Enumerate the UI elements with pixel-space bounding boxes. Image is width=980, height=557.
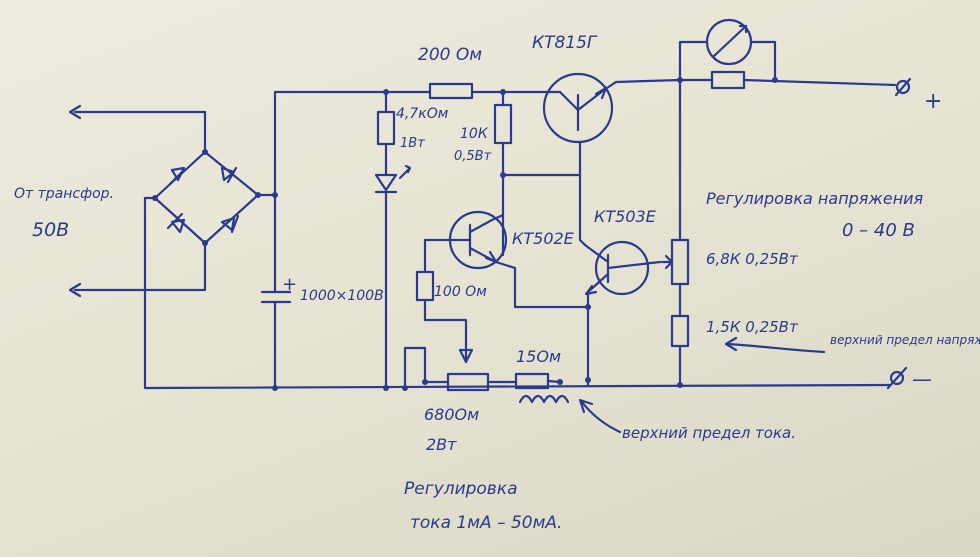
- label-r200: 200 Ом: [418, 45, 482, 65]
- label-r15: 15Ом: [516, 347, 561, 366]
- label-r47k-w: 1Вт: [400, 136, 425, 151]
- label-kt815: КТ815Г: [532, 33, 598, 53]
- output-stage: [677, 18, 912, 242]
- filter-capacitor: [260, 193, 292, 391]
- label-r47k: 4,7кОм: [396, 106, 449, 122]
- label-r100: 100 Ом: [434, 284, 487, 300]
- label-cap-plus: +: [282, 274, 297, 295]
- label-r680-w: 2Вт: [426, 435, 457, 454]
- label-cap: 1000×100В: [300, 288, 384, 304]
- label-r10k-w: 0,5Вт: [454, 149, 492, 164]
- label-transformer: От трансфор.: [14, 186, 114, 202]
- kt815-transistor: [501, 72, 682, 242]
- negative-terminal: [886, 366, 908, 390]
- kt503-transistor: [578, 238, 662, 387]
- label-vlimit: верхний предел напряжения: [830, 333, 980, 347]
- label-vrange: 0 – 40 В: [842, 220, 915, 241]
- diode-bridge: [68, 104, 261, 298]
- label-ireg2: тока 1мА – 50мА.: [410, 513, 562, 533]
- label-v50: 50В: [32, 219, 69, 241]
- led-branch: [374, 90, 412, 391]
- label-r680: 680Ом: [424, 405, 479, 424]
- kt502-transistor: [423, 210, 590, 309]
- current-pot: [402, 270, 570, 404]
- label-kt503: КТ503Е: [594, 207, 657, 226]
- label-plus: +: [924, 89, 942, 114]
- voltage-divider: [660, 238, 690, 388]
- r10k-branch: [493, 90, 513, 257]
- label-r10k: 10К: [460, 126, 489, 142]
- labels: 200 Ом КТ815Г 4,7кОм 1Вт 10К 0,5Вт От тр…: [14, 33, 980, 533]
- label-ilimit: верхний предел тока.: [622, 424, 796, 442]
- label-r68k: 6,8К 0,25Вт: [706, 250, 799, 268]
- annotation-arrows: [578, 336, 826, 434]
- label-kt502: КТ502Е: [512, 229, 575, 248]
- label-vreg: Регулировка напряжения: [706, 189, 924, 208]
- label-ireg1: Регулировка: [404, 479, 518, 499]
- label-r15k: 1,5К 0,25Вт: [706, 318, 799, 336]
- label-minus: —: [912, 367, 932, 391]
